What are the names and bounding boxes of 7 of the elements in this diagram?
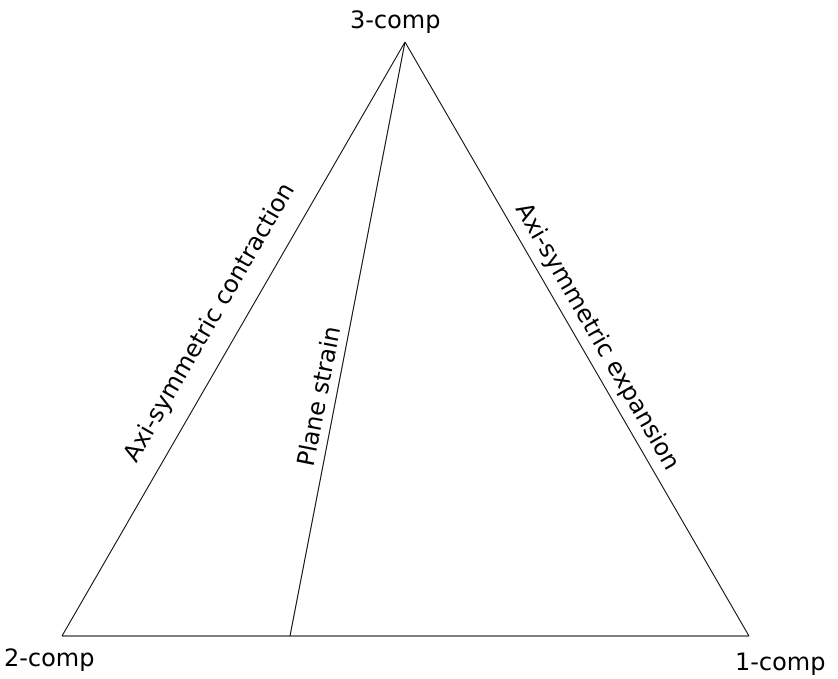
vertex-label: 1-comp [735, 648, 826, 676]
vertex-label: 2-comp [4, 644, 94, 672]
line [290, 42, 406, 636]
line [62, 42, 406, 636]
line [404, 42, 750, 636]
edge-label: Plane strain [292, 324, 346, 468]
vertex-label: 3-comp [350, 6, 440, 34]
